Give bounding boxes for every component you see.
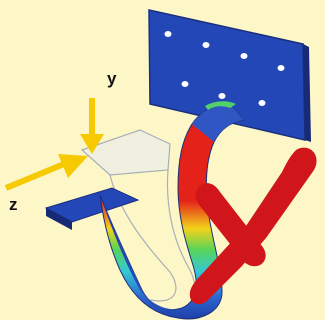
bolt-hole — [164, 31, 172, 37]
plate-bolt-holes — [164, 31, 285, 106]
bolt-hole — [277, 65, 285, 71]
bolt-hole — [202, 42, 210, 48]
bracket-foot — [44, 187, 140, 223]
mounting-plate — [148, 9, 311, 142]
arrow-right-icon — [58, 154, 88, 178]
y-axis-label: y — [107, 69, 117, 88]
bolt-hole — [258, 100, 266, 106]
load-arrow-vertical — [80, 98, 104, 154]
arrow-down-icon — [80, 134, 104, 154]
bolt-hole — [240, 53, 248, 59]
load-arrow-horizontal — [4, 154, 88, 191]
deformed-bracket — [99, 101, 245, 320]
x-cross-icon — [189, 147, 317, 305]
bolt-hole — [181, 81, 189, 87]
bolt-hole — [218, 93, 226, 99]
z-axis-label: z — [9, 195, 18, 214]
